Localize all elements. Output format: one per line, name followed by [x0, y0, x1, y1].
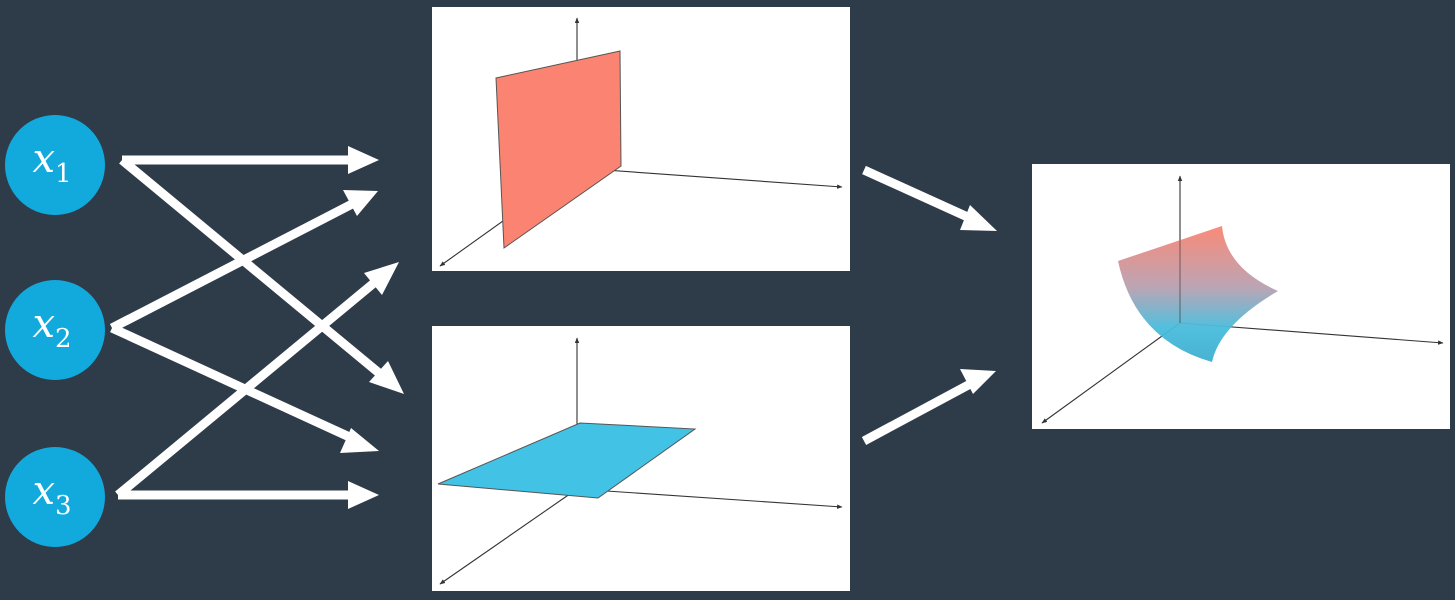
svg-text:x1: x1	[32, 136, 71, 189]
axis-x	[576, 488, 843, 509]
arrow-top-to-result	[862, 165, 997, 231]
arrow-x2-to-top	[109, 190, 378, 332]
arrow-x3-to-top	[115, 262, 399, 499]
node-var: x	[32, 136, 55, 182]
plane-surface	[437, 422, 697, 499]
arrow-x2-to-bottom	[110, 323, 379, 453]
input-node-x2: x2	[5, 280, 105, 380]
input-node-x1: x1	[5, 115, 105, 215]
plane-surface	[495, 50, 622, 249]
input-arrows	[109, 146, 404, 509]
input-node-x3: x3	[5, 447, 105, 547]
node-subscript: 3	[55, 491, 72, 521]
node-circle	[5, 447, 105, 547]
node-var: x	[32, 468, 55, 514]
arrow-bottom-to-result	[861, 369, 996, 445]
node-subscript: 1	[55, 159, 72, 189]
svg-text:x2: x2	[32, 301, 71, 354]
panel-horizontal-plane	[432, 326, 850, 591]
arrow-x3-to-bottom	[118, 481, 379, 509]
panel-curved-surface	[1032, 164, 1450, 429]
arrow-x1-to-top	[122, 146, 379, 174]
node-circle	[5, 115, 105, 215]
arrow-x1-to-bottom	[119, 156, 404, 394]
panel-vertical-plane	[432, 7, 850, 271]
axis-y	[1041, 322, 1181, 424]
axis-y	[439, 488, 578, 585]
svg-text:x3: x3	[32, 468, 71, 521]
node-circle	[5, 280, 105, 380]
node-subscript: 2	[55, 324, 72, 354]
curved-surface	[1118, 226, 1278, 362]
node-var: x	[32, 301, 55, 347]
output-arrows	[861, 165, 997, 445]
axis-x	[576, 167, 843, 189]
panel-background	[432, 7, 850, 271]
